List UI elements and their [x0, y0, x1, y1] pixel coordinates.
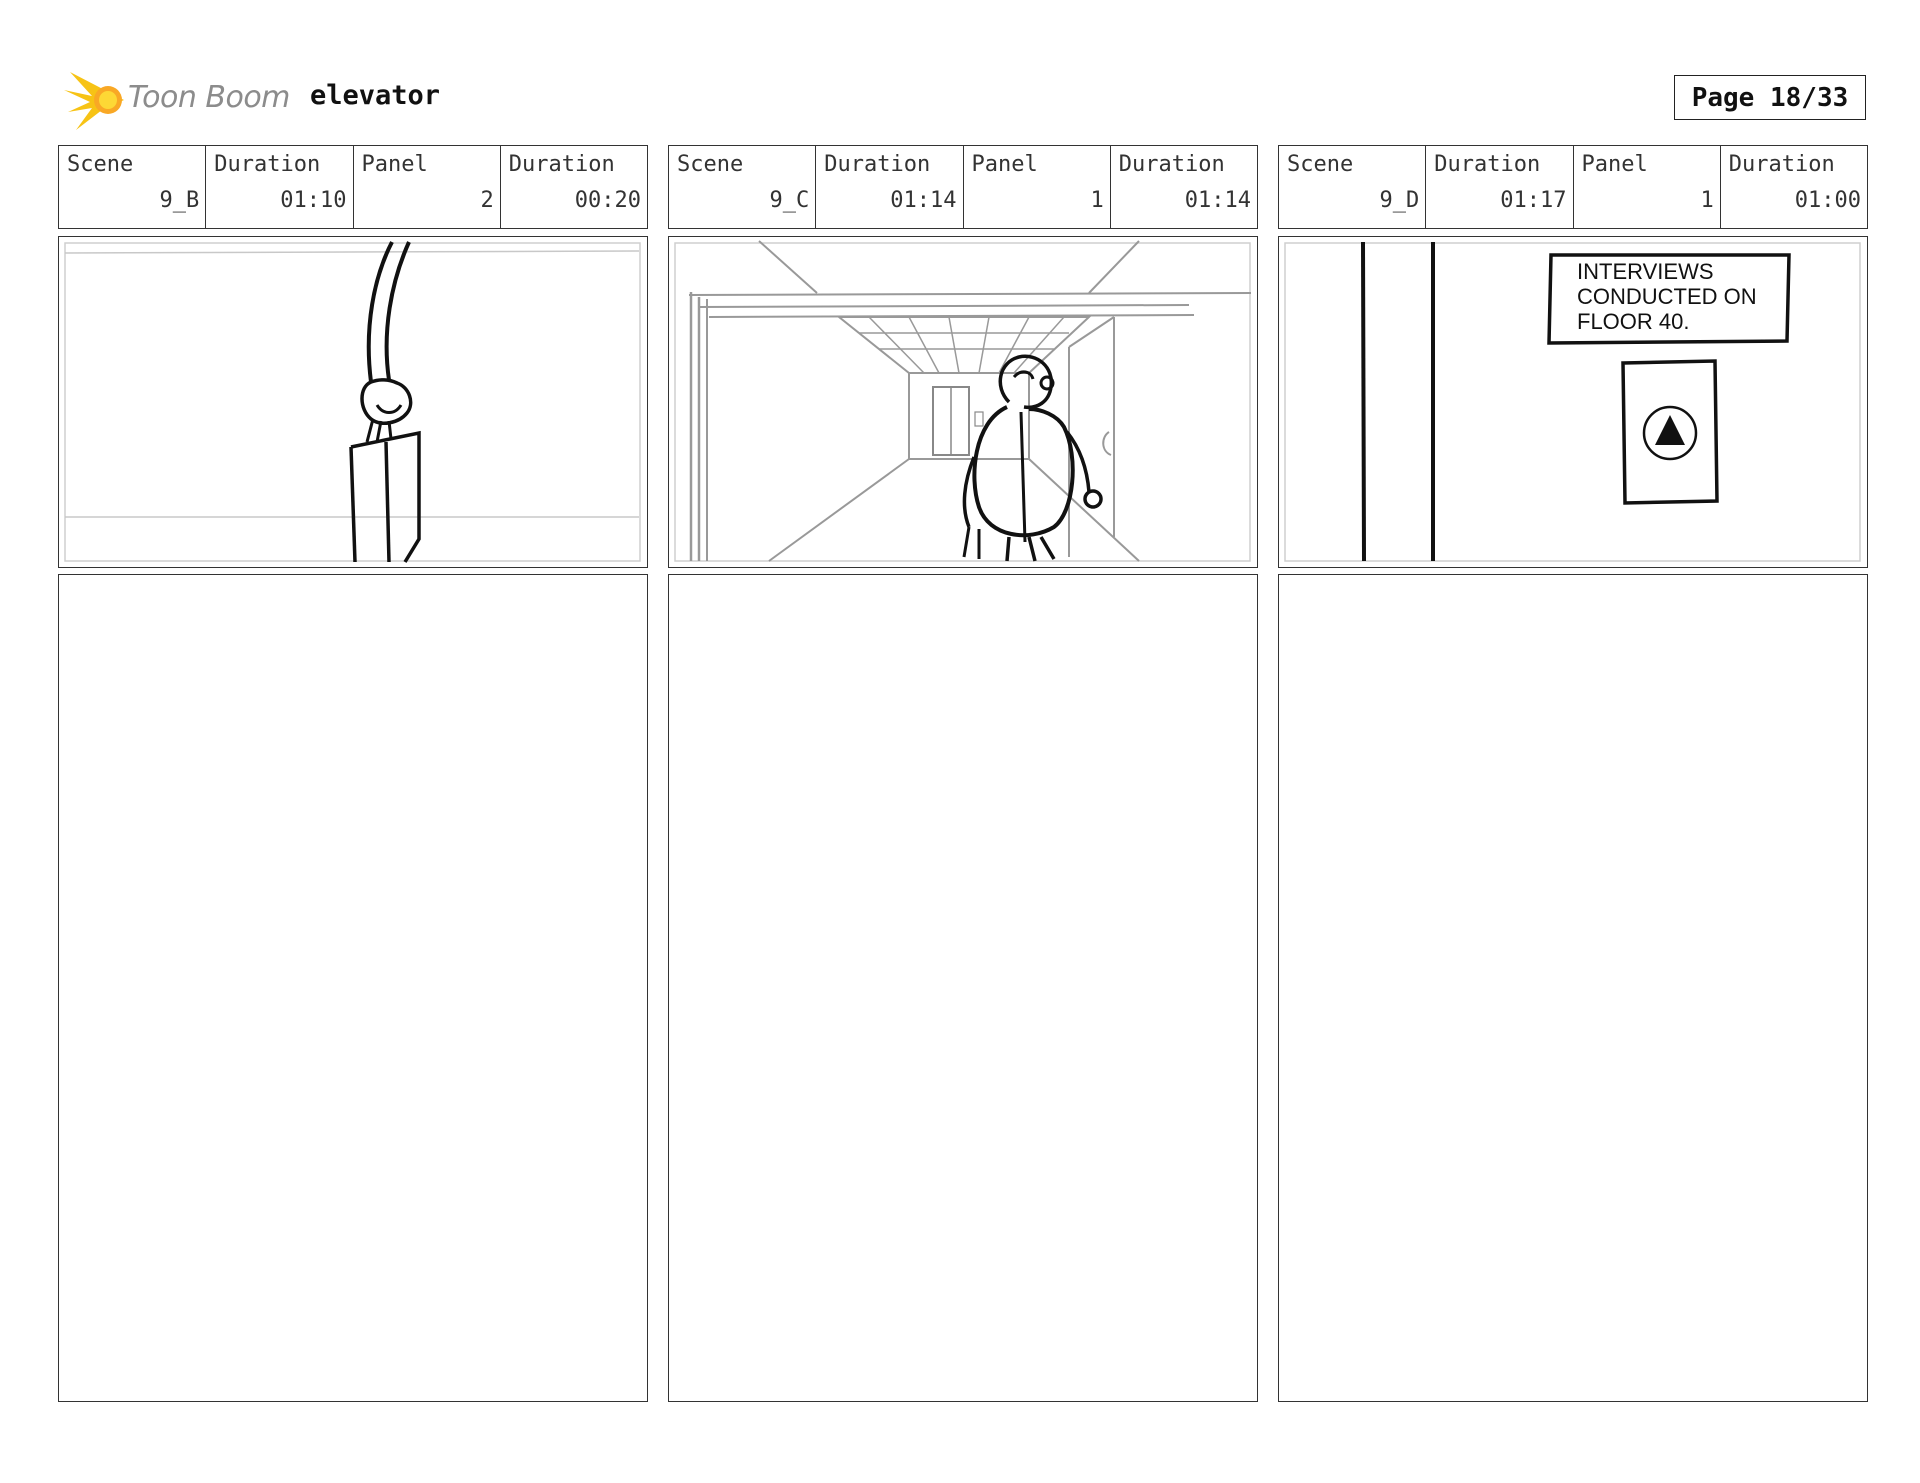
panel-image-elevator-sign: INTERVIEWS CONDUCTED ON FLOOR 40. [1278, 236, 1868, 568]
duration-label: Duration [1434, 152, 1541, 177]
scene-value: 9_B [159, 188, 200, 213]
duration-label: Duration [508, 152, 615, 177]
storyboard-column-2: Scene 9_C Duration 01:14 Panel 1 Duratio… [668, 145, 1258, 1402]
panel-duration-cell: Duration 00:20 [501, 146, 647, 228]
panel-duration-cell: Duration 01:14 [1111, 146, 1257, 228]
panel-info-table: Scene 9_D Duration 01:17 Panel 1 Duratio… [1278, 145, 1868, 229]
panel-duration-value: 01:00 [1794, 188, 1861, 213]
scene-duration-cell: Duration 01:14 [816, 146, 964, 228]
panel-value: 1 [1090, 188, 1104, 213]
scene-duration-cell: Duration 01:10 [206, 146, 354, 228]
scene-duration-value: 01:17 [1500, 188, 1567, 213]
duration-label: Duration [1728, 152, 1835, 177]
brand-name: Toon Boom [128, 80, 290, 115]
panel-image-hand-briefcase [58, 236, 648, 568]
sketch-hallway-character [674, 240, 1252, 562]
sign-line-1: INTERVIEWS [1577, 259, 1714, 284]
sign-line-3: FLOOR 40. [1577, 309, 1690, 334]
interview-sign-text: INTERVIEWS CONDUCTED ON FLOOR 40. [1577, 259, 1757, 334]
duration-label: Duration [1118, 152, 1225, 177]
scene-cell: Scene 9_C [669, 146, 817, 228]
scene-value: 9_D [1379, 188, 1420, 213]
panel-image-hallway [668, 236, 1258, 568]
sketch-hand-briefcase [64, 241, 641, 563]
panel-info-table: Scene 9_C Duration 01:14 Panel 1 Duratio… [668, 145, 1258, 229]
panel-notes-area [1278, 574, 1868, 1402]
sketch-elevator-sign [1284, 241, 1861, 562]
storyboard-column-3: Scene 9_D Duration 01:17 Panel 1 Duratio… [1278, 145, 1868, 1402]
storyboard-column-1: Scene 9_B Duration 01:10 Panel 2 Duratio… [58, 145, 648, 1402]
panel-duration-cell: Duration 01:00 [1721, 146, 1867, 228]
panel-notes-area [668, 574, 1258, 1402]
scene-value: 9_C [769, 188, 810, 213]
scene-label: Scene [67, 152, 134, 177]
panel-info-table: Scene 9_B Duration 01:10 Panel 2 Duratio… [58, 145, 648, 229]
scene-duration-value: 01:10 [280, 188, 347, 213]
panel-cell: Panel 1 [964, 146, 1111, 228]
scene-cell: Scene 9_D [1279, 146, 1427, 228]
scene-label: Scene [677, 152, 744, 177]
panel-cell: Panel 1 [1574, 146, 1721, 228]
scene-duration-value: 01:14 [890, 188, 957, 213]
panel-duration-value: 01:14 [1184, 188, 1251, 213]
page-indicator: Page 18/33 [1674, 75, 1866, 120]
project-title: elevator [310, 80, 441, 111]
scene-label: Scene [1287, 152, 1354, 177]
scene-duration-cell: Duration 01:17 [1426, 146, 1574, 228]
toon-boom-logo: Toon Boom [62, 66, 292, 132]
scene-cell: Scene 9_B [59, 146, 207, 228]
panel-label: Panel [361, 152, 428, 177]
panel-duration-value: 00:20 [574, 188, 641, 213]
panel-value: 1 [1700, 188, 1714, 213]
panel-label: Panel [971, 152, 1038, 177]
duration-label: Duration [824, 152, 931, 177]
panel-value: 2 [480, 188, 494, 213]
duration-label: Duration [214, 152, 321, 177]
starburst-icon [64, 72, 124, 130]
sign-line-2: CONDUCTED ON [1577, 284, 1757, 309]
panel-notes-area [58, 574, 648, 1402]
panel-label: Panel [1581, 152, 1648, 177]
panel-cell: Panel 2 [354, 146, 501, 228]
